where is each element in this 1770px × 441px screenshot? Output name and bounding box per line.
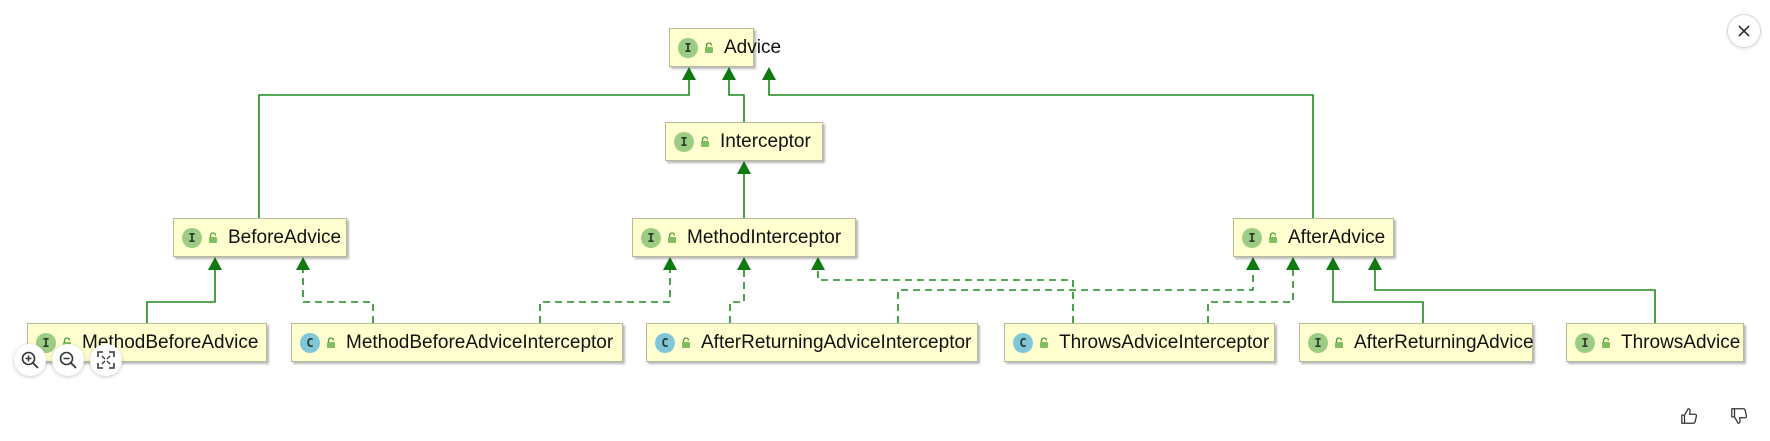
- class-icon: C: [1013, 332, 1033, 353]
- node-label: Advice: [724, 36, 782, 58]
- interface-icon: I: [1242, 227, 1262, 248]
- extends-edge-1: [728, 79, 745, 122]
- public-lock-icon: [327, 336, 335, 348]
- arrowhead-12: [1368, 257, 1382, 270]
- interface-icon: I: [1575, 332, 1595, 353]
- node-advice[interactable]: I Advice: [669, 28, 781, 67]
- node-label: AfterAdvice: [1288, 226, 1386, 248]
- thumbs-up-button[interactable]: [1677, 404, 1701, 428]
- zoom-in-button[interactable]: [14, 344, 46, 376]
- thumbs-down-icon: [1731, 408, 1748, 424]
- node-method-interceptor[interactable]: I MethodInterceptor: [632, 218, 856, 257]
- interface-icon: I: [678, 37, 698, 58]
- public-lock-icon: [1335, 336, 1343, 348]
- public-lock-icon: [1040, 336, 1048, 348]
- implements-edge-9: [897, 269, 1254, 323]
- node-label: AfterReturningAdviceInterceptor: [701, 331, 972, 353]
- arrowhead-10: [1286, 257, 1300, 270]
- thumbs-up-icon: [1681, 408, 1698, 424]
- interface-icon: I: [674, 131, 694, 152]
- extends-edge-4: [146, 269, 216, 323]
- arrowhead-3: [737, 161, 751, 174]
- implements-edge-8: [817, 269, 1074, 323]
- arrowhead-0: [682, 67, 696, 80]
- zoom-toolbar: [14, 344, 122, 376]
- implements-edge-6: [539, 269, 671, 323]
- arrowhead-4: [208, 257, 222, 270]
- arrowhead-11: [1326, 257, 1340, 270]
- node-label: MethodBeforeAdvice: [82, 331, 259, 353]
- arrowhead-5: [296, 257, 310, 270]
- node-label: AfterReturningAdvice: [1354, 331, 1534, 353]
- public-lock-icon: [701, 135, 709, 147]
- zoom-out-button[interactable]: [52, 344, 84, 376]
- node-throws-advice[interactable]: I ThrowsAdvice: [1566, 323, 1744, 362]
- extends-edge-12: [1374, 269, 1656, 323]
- extends-edge-2: [768, 79, 1314, 218]
- fit-screen-button[interactable]: [90, 344, 122, 376]
- zoom-in-icon: [21, 351, 39, 369]
- extends-edge-0: [258, 79, 690, 218]
- fit-screen-icon: [97, 351, 115, 369]
- node-label: Interceptor: [720, 130, 811, 152]
- implements-edge-7: [729, 269, 745, 323]
- interface-icon: I: [182, 227, 202, 248]
- zoom-out-icon: [59, 351, 77, 369]
- public-lock-icon: [1269, 231, 1277, 243]
- close-button[interactable]: [1727, 14, 1761, 48]
- extends-edge-11: [1332, 269, 1424, 323]
- close-icon: [1738, 25, 1750, 37]
- node-label: MethodBeforeAdviceInterceptor: [346, 331, 614, 353]
- class-icon: C: [655, 332, 675, 353]
- node-label: BeforeAdvice: [228, 226, 342, 248]
- public-lock-icon: [682, 336, 690, 348]
- node-after-advice[interactable]: I AfterAdvice: [1233, 218, 1394, 257]
- arrowhead-9: [1246, 257, 1260, 270]
- node-method-before-advice-interceptor[interactable]: C MethodBeforeAdviceInterceptor: [291, 323, 623, 362]
- node-label: ThrowsAdvice: [1621, 331, 1741, 353]
- public-lock-icon: [705, 41, 713, 53]
- interface-icon: I: [641, 227, 661, 248]
- public-lock-icon: [209, 231, 217, 243]
- node-label: ThrowsAdviceInterceptor: [1059, 331, 1270, 353]
- public-lock-icon: [1602, 336, 1610, 348]
- interface-icon: I: [1308, 332, 1328, 353]
- node-after-returning-advice[interactable]: I AfterReturningAdvice: [1299, 323, 1534, 362]
- arrowhead-6: [663, 257, 677, 270]
- class-icon: C: [300, 332, 320, 353]
- arrowhead-1: [722, 67, 736, 80]
- node-interceptor[interactable]: I Interceptor: [665, 122, 823, 161]
- arrowhead-2: [762, 67, 776, 80]
- node-label: MethodInterceptor: [687, 226, 842, 248]
- public-lock-icon: [668, 231, 676, 243]
- implements-edge-10: [1207, 269, 1294, 323]
- arrowhead-7: [737, 257, 751, 270]
- thumbs-down-button[interactable]: [1727, 404, 1751, 428]
- implements-edge-5: [302, 269, 374, 323]
- node-throws-advice-interceptor[interactable]: C ThrowsAdviceInterceptor: [1004, 323, 1275, 362]
- arrowhead-8: [811, 257, 825, 270]
- node-before-advice[interactable]: I BeforeAdvice: [173, 218, 347, 257]
- node-after-returning-advice-interceptor[interactable]: C AfterReturningAdviceInterceptor: [646, 323, 978, 362]
